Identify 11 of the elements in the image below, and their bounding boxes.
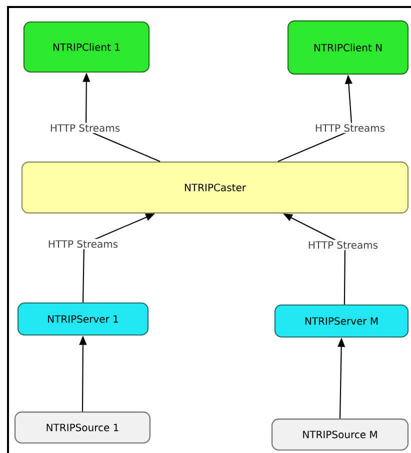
- edge-label: HTTP Streams: [46, 238, 120, 250]
- server-box: NTRIPServer M: [274, 304, 409, 338]
- client-box: NTRIPClient 1: [23, 21, 150, 73]
- server-box: NTRIPServer 1: [17, 302, 149, 336]
- source-box: NTRIPSource 1: [14, 412, 150, 444]
- source-box: NTRIPSource M: [271, 418, 409, 450]
- edge-label: HTTP Streams: [306, 240, 380, 250]
- client-box: NTRIPClient N: [287, 20, 409, 75]
- edge-label: HTTP Streams: [314, 122, 386, 134]
- caster-box: NTRIPCaster: [21, 162, 409, 214]
- edge-label: HTTP Streams: [48, 122, 122, 134]
